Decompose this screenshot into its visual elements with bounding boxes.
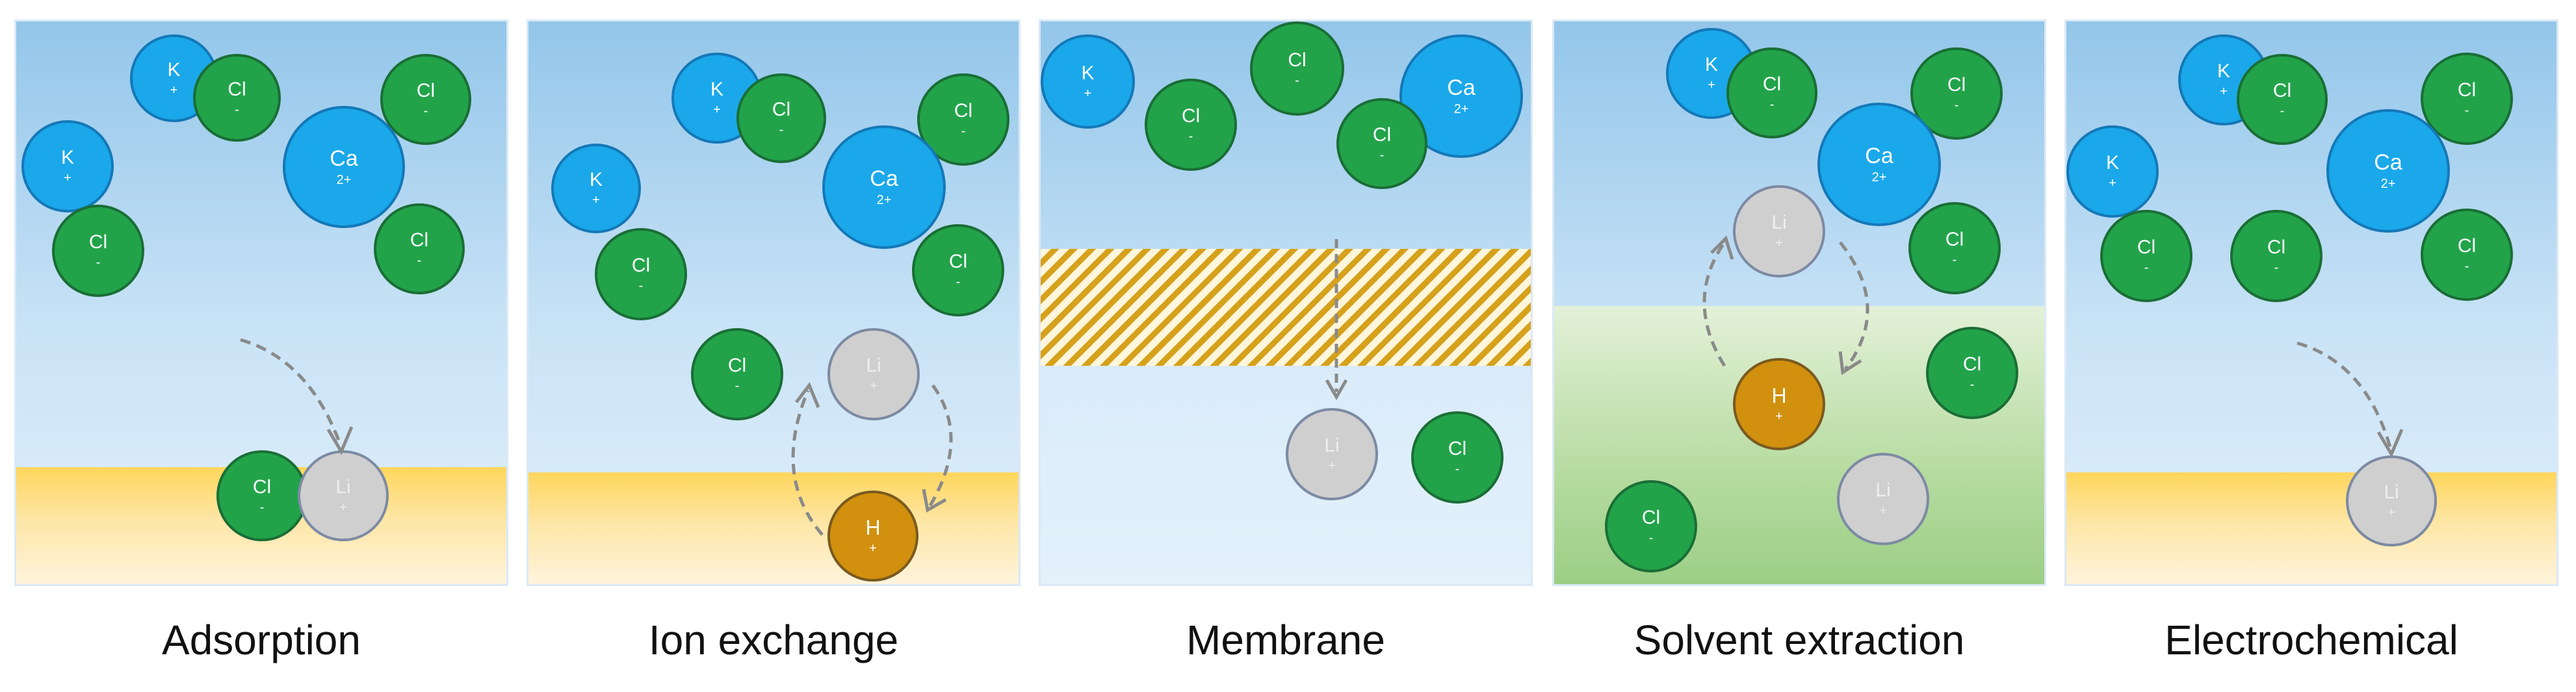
- label-electrochemical: Electrochemical: [2165, 617, 2458, 663]
- chloride-ion: Cl-: [2421, 209, 2513, 301]
- lithium-ion: Li+: [1286, 408, 1378, 500]
- chloride-ion: Cl-: [2230, 210, 2322, 302]
- exchange-resin-layer: [528, 472, 1019, 584]
- lithium-ion: Li+: [298, 450, 389, 541]
- potassium-ion: K+: [2066, 125, 2159, 218]
- potassium-ion: K+: [551, 144, 641, 233]
- chloride-ion: Cl-: [1605, 480, 1697, 572]
- electrode-layer: [2066, 472, 2556, 584]
- proton-ion: H+: [827, 491, 918, 582]
- potassium-ion: K+: [1041, 34, 1135, 129]
- chloride-ion: Cl-: [1250, 21, 1344, 116]
- lithium-ion: Li+: [1733, 185, 1825, 277]
- chloride-ion: Cl-: [1726, 47, 1817, 138]
- label-ion-exchange: Ion exchange: [648, 617, 899, 663]
- label-adsorption: Adsorption: [162, 617, 361, 663]
- chloride-ion: Cl-: [736, 73, 826, 163]
- chloride-ion: Cl-: [1145, 79, 1237, 171]
- chloride-ion: Cl-: [1336, 98, 1427, 189]
- membrane-barrier: [1041, 249, 1531, 366]
- lithium-ion: Li+: [2346, 455, 2437, 546]
- potassium-ion: K+: [21, 120, 114, 212]
- chloride-ion: Cl-: [2237, 54, 2328, 145]
- chloride-ion: Cl-: [691, 328, 783, 420]
- chloride-ion: Cl-: [912, 224, 1004, 316]
- chloride-ion: Cl-: [216, 450, 307, 541]
- proton-ion: H+: [1733, 358, 1825, 450]
- chloride-ion: Cl-: [1411, 411, 1503, 504]
- label-solvent-extraction: Solvent extraction: [1633, 617, 1965, 663]
- label-membrane: Membrane: [1186, 617, 1385, 663]
- chloride-ion: Cl-: [1908, 202, 2001, 294]
- lithium-ion: Li+: [1837, 453, 1929, 545]
- chloride-ion: Cl-: [374, 203, 465, 294]
- chloride-ion: Cl-: [2100, 210, 2192, 302]
- chloride-ion: Cl-: [52, 205, 144, 297]
- chloride-ion: Cl-: [2421, 53, 2513, 145]
- chloride-ion: Cl-: [193, 54, 281, 142]
- chloride-ion: Cl-: [380, 54, 471, 145]
- chloride-ion: Cl-: [595, 228, 687, 320]
- chloride-ion: Cl-: [1926, 327, 2018, 419]
- lithium-ion: Li+: [827, 328, 920, 420]
